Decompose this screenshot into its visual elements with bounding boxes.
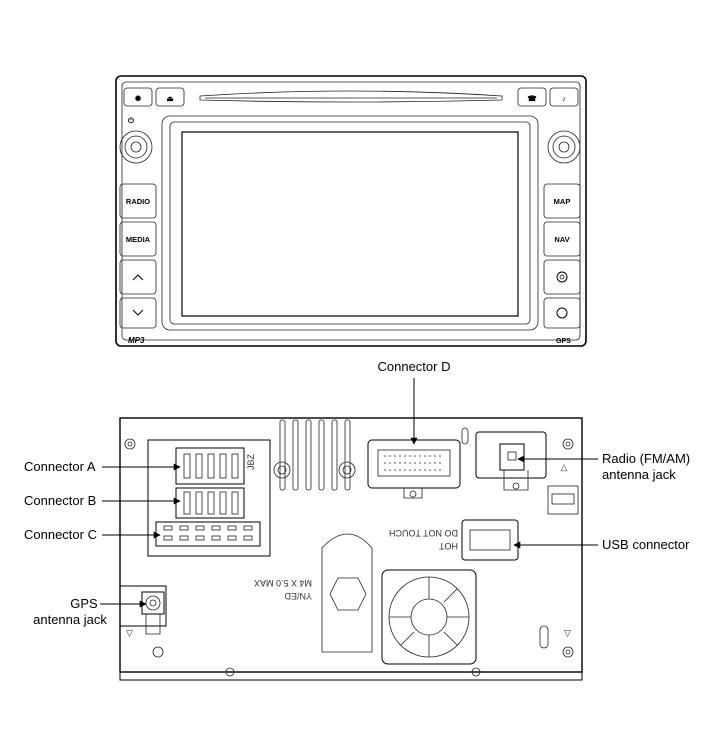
tune-knob[interactable] <box>547 130 581 164</box>
spec-stamp-2: M4 X 5.0 MAX <box>254 578 312 588</box>
compass-button[interactable] <box>543 297 581 329</box>
map-button[interactable] <box>543 183 581 219</box>
eject-icon: ⏏ <box>166 94 174 103</box>
map-button-label: MAP <box>554 197 571 206</box>
hot-stamp: HOT <box>439 541 459 551</box>
ground-screw <box>273 461 291 479</box>
connector-b-label: Connector B <box>24 493 96 508</box>
down-button[interactable] <box>119 297 157 329</box>
connector-housing <box>147 439 271 557</box>
warning-icon: △ <box>561 462 568 472</box>
volume-knob[interactable] <box>119 130 153 164</box>
screw <box>124 438 136 450</box>
eject-button[interactable] <box>155 87 185 107</box>
svg-text:▽: ▽ <box>126 628 133 638</box>
center-boss <box>321 533 373 653</box>
connector-c-label: Connector C <box>24 527 97 542</box>
gps-antenna-jack <box>119 585 167 627</box>
radio-button[interactable] <box>119 183 157 219</box>
usb-connector <box>461 519 519 561</box>
do-not-touch-stamp: DO NOT TOUCH <box>389 528 458 538</box>
cooling-fan <box>381 569 477 665</box>
chevron-down-icon <box>132 309 144 316</box>
display-screen <box>181 131 519 317</box>
side-clip <box>547 485 579 515</box>
screw <box>562 438 574 450</box>
voice-icon: ♪ <box>562 94 566 103</box>
radio-antenna-label-2: antenna jack <box>602 467 676 482</box>
radio-antenna-jack <box>475 431 547 479</box>
connector-a-label: Connector A <box>24 459 96 474</box>
phone-button[interactable] <box>517 87 547 107</box>
ground-screw <box>338 461 356 479</box>
connector-d-label: Connector D <box>378 359 451 374</box>
setup-button[interactable] <box>543 259 581 295</box>
compass-icon <box>556 307 568 319</box>
gps-antenna-label-1: GPS <box>70 596 98 611</box>
mp3-logo: MP3 <box>128 336 145 345</box>
up-button[interactable] <box>119 259 157 295</box>
nav-button[interactable] <box>543 221 581 257</box>
radio-button-label: RADIO <box>126 197 150 206</box>
nav-button-label: NAV <box>554 235 569 244</box>
vent-slots <box>279 419 351 491</box>
brightness-icon: ✺ <box>135 94 142 103</box>
screw <box>562 646 574 658</box>
svg-text:▽: ▽ <box>564 628 571 638</box>
gps-logo: GPS <box>556 338 571 345</box>
disc-slot <box>199 90 503 103</box>
media-button-label: MEDIA <box>126 235 151 244</box>
brightness-button[interactable] <box>123 87 153 107</box>
voice-button[interactable] <box>549 87 579 107</box>
spec-stamp-1: YN/ED <box>284 591 312 601</box>
gps-antenna-label-2: antenna jack <box>33 612 107 627</box>
phone-icon: ☎ <box>527 94 537 103</box>
chevron-up-icon <box>132 274 144 281</box>
screen-bezel <box>161 115 539 331</box>
media-button[interactable] <box>119 221 157 257</box>
callouts: Connector D Connector A Connector B Conn… <box>24 359 690 627</box>
front-panel: ✺ ⏏ ☎ ♪ ⏻ RADIO MEDIA MAP NAV <box>115 75 587 347</box>
usb-label: USB connector <box>602 537 690 552</box>
power-icon: ⏻ <box>128 116 135 125</box>
jbz-stamp: JBZ <box>246 453 256 470</box>
rear-panel: JBZ △ HOT DO NOT TOUCH YN/ED M4 X 5.0 MA… <box>119 417 583 681</box>
screw <box>152 646 164 658</box>
gear-icon <box>556 271 568 283</box>
radio-antenna-label-1: Radio (FM/AM) <box>602 451 690 466</box>
